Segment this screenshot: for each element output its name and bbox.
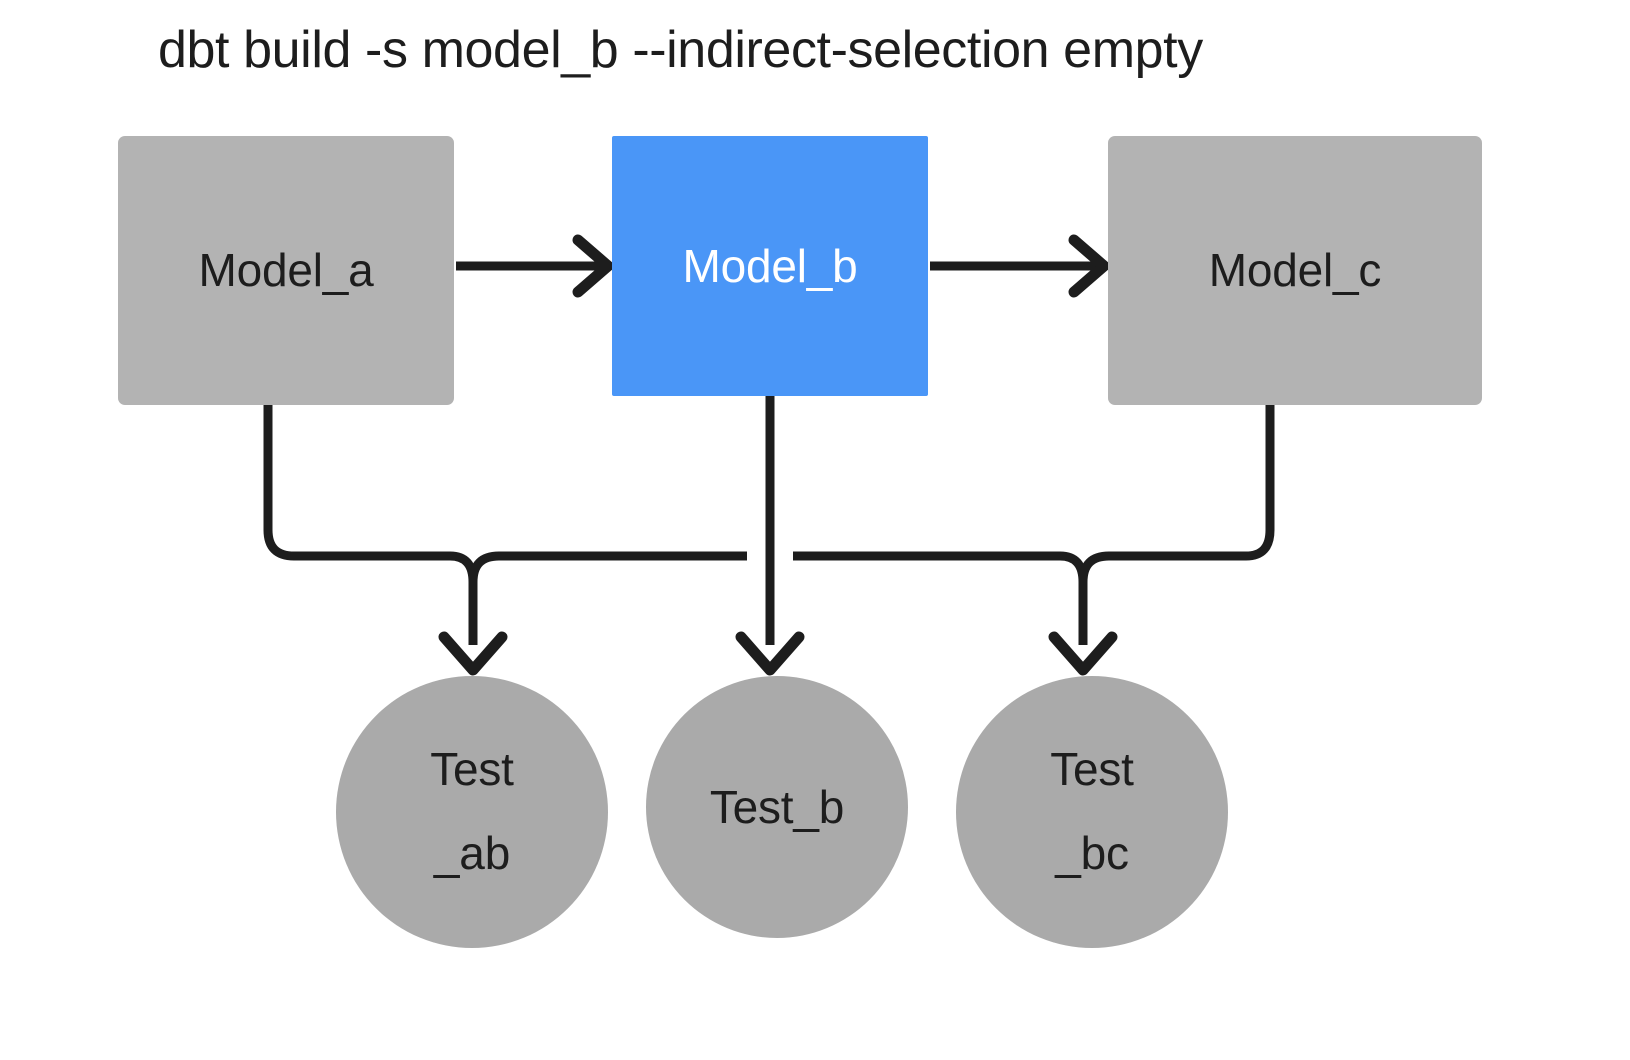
arrowhead-into-model-c: [1068, 234, 1110, 298]
edge-bus-right-from-b: [793, 551, 1088, 645]
arrowhead-into-test-bc: [1048, 631, 1118, 676]
edge-model-c-drop: [1245, 405, 1275, 561]
node-test-ab-label-line2: _ab: [433, 827, 511, 879]
diagram-title: dbt build -s model_b --indirect-selectio…: [158, 21, 1203, 79]
edge-bus-left-to-b: [468, 551, 747, 583]
node-test-b-label-line1: Test_b: [709, 780, 845, 833]
node-test-bc-label-line2: _bc: [1055, 827, 1129, 879]
node-test-ab-label-line1: Test: [430, 743, 514, 796]
edge-bus-right-to-c: [1078, 551, 1246, 583]
node-model-b[interactable]: Model_b: [612, 136, 928, 396]
node-model-c[interactable]: Model_c: [1108, 136, 1482, 405]
edge-bus-left: [449, 551, 478, 645]
node-test-bc[interactable]: Test _bc: [956, 676, 1228, 948]
edge-model-a-drop: [263, 405, 450, 561]
node-test-ab[interactable]: Test _ab: [336, 676, 608, 948]
node-model-b-label: Model_b: [682, 239, 858, 292]
node-test-b[interactable]: Test_b: [646, 676, 908, 938]
arrowhead-into-test-ab: [438, 631, 508, 676]
node-model-a-label: Model_a: [198, 244, 374, 297]
node-model-c-label: Model_c: [1208, 244, 1382, 297]
arrowhead-into-model-b: [572, 234, 614, 298]
node-test-bc-label-line1: Test: [1050, 743, 1134, 796]
node-model-a[interactable]: Model_a: [118, 136, 454, 405]
arrowhead-into-test-b: [735, 631, 805, 676]
